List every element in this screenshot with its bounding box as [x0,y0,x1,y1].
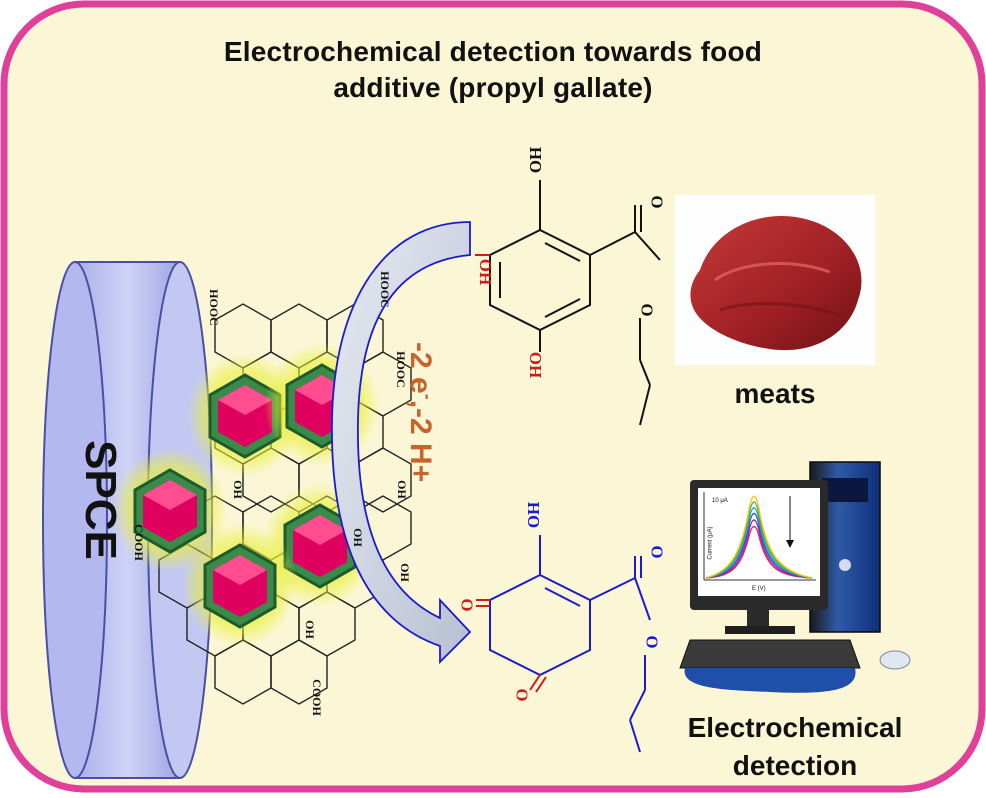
chem-label-oh-sheet-3: OH [397,563,412,582]
monitor-scale-label: 10 μA [712,498,728,504]
reaction-electrons: -2 e [404,342,437,394]
chem-label-oh-mid: OH [476,258,496,286]
chem-label-hooc-3: HOOC [393,351,408,388]
chem-label-o-carbonyl: O [647,195,667,209]
spce-label: SPCE [76,440,125,560]
chem-label-o-product-2: O [512,688,532,702]
chem-label-o-product-carbonyl: O [647,545,667,559]
chem-label-o-product-ester: O [642,635,662,649]
title-line-1: Electrochemical detection towards food [223,36,763,67]
nanocrystal-3 [112,448,228,572]
title-line-2: additive (propyl gallate) [333,72,653,103]
nanocrystal-5 [182,523,298,647]
chem-label-cooh-1: COOH [131,524,146,561]
chem-label-oh-sheet-1: OH [230,480,245,499]
chem-label-oh-sheet-4: OH [350,528,365,547]
chem-label-oh-bottom: OH [526,351,546,379]
chem-label-ho-product: HO [524,501,544,529]
detection-label-line-2: detection [732,750,858,781]
chem-label-o-product-1: O [457,598,477,612]
cv-curves [705,495,813,579]
chem-label-ho-top: HO [526,146,546,174]
reaction-label: -2 e-,-2 H+ [403,342,438,482]
product-carbonyl-bonds [476,599,547,693]
detection-label-line-1: Electrochemical [687,712,903,743]
reaction-arrow [331,221,472,665]
monitor-ylabel: Current (μA) [707,526,714,560]
keyboard [679,639,861,669]
reaction-protons: ,-2 H+ [404,399,437,483]
chem-label-oh-sheet-5: OH [302,620,317,639]
meat-image [675,195,875,365]
meats-label: meats [734,378,816,409]
chem-label-hooc-1: HOOC [206,289,221,326]
chem-label-cooh-2: COOH [309,679,324,716]
chem-label-oh-sheet-2: OH [394,480,409,499]
chem-label-o-ester: O [637,303,657,317]
monitor-xlabel: E (V) [752,586,766,592]
chem-label-hooc-2: HOOC [377,271,392,308]
computer-image [679,461,911,693]
mouse [879,650,911,670]
